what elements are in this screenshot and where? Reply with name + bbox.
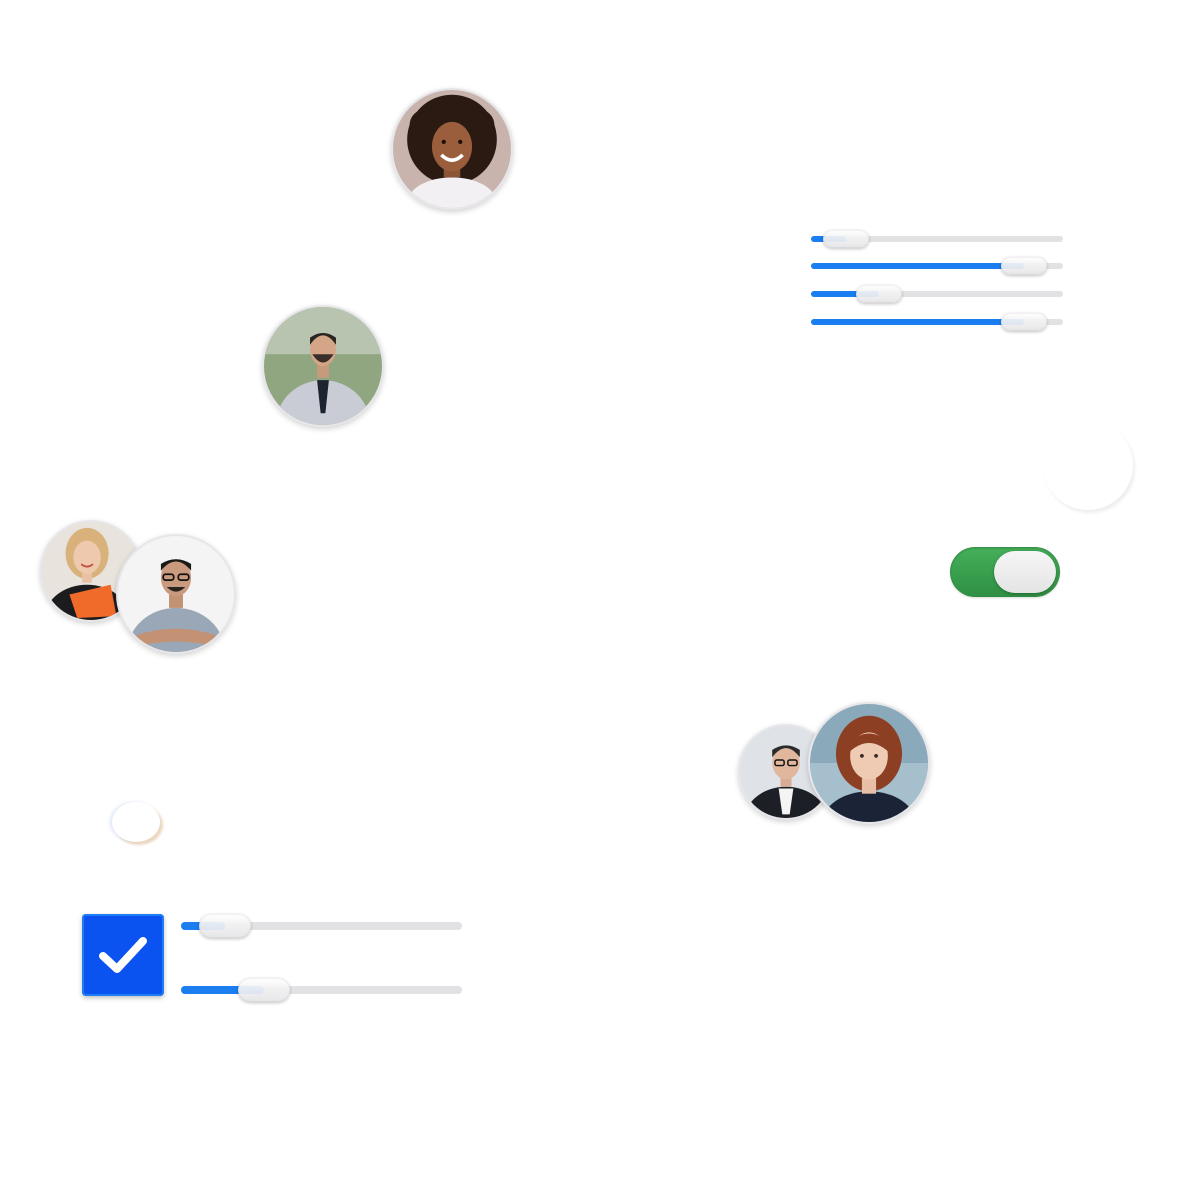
avatar-man-glasses-tshirt <box>116 534 236 654</box>
slider[interactable] <box>811 254 1063 278</box>
slider-track[interactable] <box>811 291 1063 297</box>
toggle-switch[interactable] <box>950 547 1060 597</box>
slider-thumb[interactable] <box>238 978 290 1002</box>
slider-thumb[interactable] <box>199 914 251 938</box>
avatar-woman-curly-hair <box>391 88 513 210</box>
slider[interactable] <box>811 227 1063 251</box>
avatar-man-gray-suit <box>262 305 384 427</box>
toggle-knob[interactable] <box>994 551 1056 593</box>
slider[interactable] <box>181 912 462 940</box>
slider-thumb[interactable] <box>856 285 902 303</box>
slider-track[interactable] <box>181 986 462 994</box>
slider-track[interactable] <box>811 236 1063 242</box>
slider[interactable] <box>811 282 1063 306</box>
avatar-woman-red-hair <box>808 702 930 824</box>
slider-track[interactable] <box>181 922 462 930</box>
slider[interactable] <box>811 310 1063 334</box>
slider-fill <box>811 263 1024 269</box>
slider-thumb[interactable] <box>1001 257 1047 275</box>
slider-fill <box>181 986 264 994</box>
ghost-circle <box>112 802 160 842</box>
slider[interactable] <box>181 976 462 1004</box>
slider-fill <box>811 291 879 297</box>
checkmark-icon <box>99 937 147 973</box>
ghost-circle <box>1043 420 1133 510</box>
slider-thumb[interactable] <box>823 230 869 248</box>
checkbox[interactable] <box>82 914 164 996</box>
slider-thumb[interactable] <box>1001 313 1047 331</box>
slider-fill <box>811 319 1024 325</box>
